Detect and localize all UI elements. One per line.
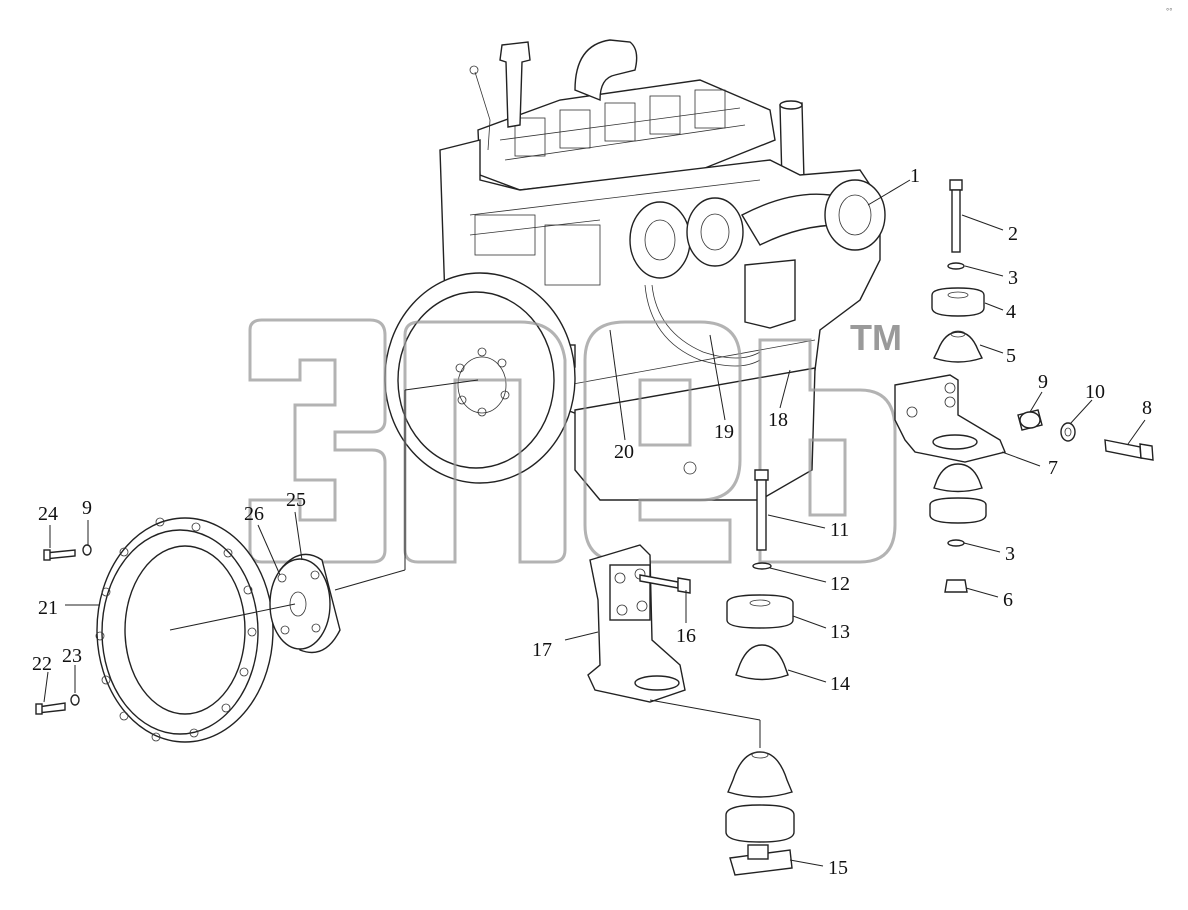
callout-17: 17 <box>532 639 552 661</box>
callout-3: 3 <box>1005 543 1015 565</box>
left-mount-assembly <box>587 469 795 876</box>
callout-4: 4 <box>1006 301 1016 323</box>
right-mount-assembly <box>894 179 1154 593</box>
callout-12: 12 <box>830 573 850 595</box>
callout-25: 25 <box>286 489 306 511</box>
callout-6: 6 <box>1003 589 1013 611</box>
callout-3: 3 <box>1008 267 1018 289</box>
flywheel-cover-assembly <box>35 517 341 743</box>
callout-20: 20 <box>614 441 634 463</box>
trademark-symbol: TM <box>850 317 902 358</box>
callout-21: 21 <box>38 597 58 619</box>
callout-9: 9 <box>82 497 92 519</box>
callout-5: 5 <box>1006 345 1016 367</box>
callout-14: 14 <box>830 673 850 695</box>
callout-26: 26 <box>244 503 264 525</box>
callout-13: 13 <box>830 621 850 643</box>
callout-8: 8 <box>1142 397 1152 419</box>
callout-22: 22 <box>32 653 52 675</box>
callout-7: 7 <box>1048 457 1058 479</box>
callout-23: 23 <box>62 645 82 667</box>
callout-1: 1 <box>910 165 920 187</box>
callout-18: 18 <box>768 409 788 431</box>
callout-labels: 1 2 3 4 5 9 10 8 7 3 6 11 12 13 14 15 16… <box>32 165 1152 879</box>
callout-15: 15 <box>828 857 848 879</box>
leader-lines <box>43 179 1146 867</box>
flywheel-housing <box>384 272 576 484</box>
callout-24: 24 <box>38 503 58 525</box>
corner-mark: °° <box>1166 7 1172 16</box>
callout-9: 9 <box>1038 371 1048 393</box>
callout-10: 10 <box>1085 381 1105 403</box>
callout-16: 16 <box>676 625 696 647</box>
callout-2: 2 <box>1008 223 1018 245</box>
callout-19: 19 <box>714 421 734 443</box>
callout-11: 11 <box>830 519 849 541</box>
